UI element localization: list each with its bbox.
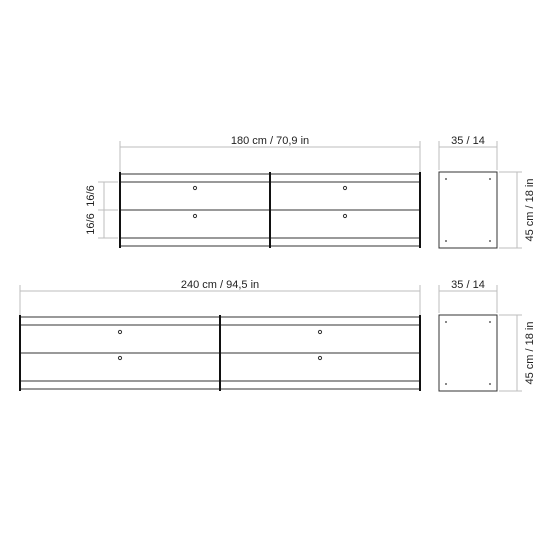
bottom-depth-label: 35 / 14 <box>451 279 485 291</box>
side-panel-dot <box>445 178 447 180</box>
side-panel-dot <box>489 321 491 323</box>
drawer-knob <box>192 185 198 191</box>
side-panel-dot <box>489 383 491 385</box>
drawer-knob <box>342 185 348 191</box>
drawer-height-label: 16/6 <box>85 185 97 206</box>
top-depth-label: 35 / 14 <box>451 135 485 147</box>
bottom-sideboard-side-view: 35 / 14 45 cm / 18 in <box>438 279 536 392</box>
side-panel-dot <box>445 240 447 242</box>
bottom-height-dimension: 45 cm / 18 in <box>499 314 536 392</box>
top-drawer-height-dimensions: 16/6 16/6 <box>85 181 118 239</box>
top-height-dimension: 45 cm / 18 in <box>499 171 536 249</box>
bottom-height-label: 45 cm / 18 in <box>524 322 536 385</box>
drawer-knob <box>342 213 348 219</box>
top-width-label: 180 cm / 70,9 in <box>231 135 309 147</box>
bottom-sideboard-front-view: 240 cm / 94,5 in <box>19 279 421 391</box>
top-width-dimension: 180 cm / 70,9 in <box>119 135 421 172</box>
top-height-label: 45 cm / 18 in <box>524 179 536 242</box>
drawer-knob <box>317 355 323 361</box>
top-depth-dimension: 35 / 14 <box>438 135 498 170</box>
drawer-height-label: 16/6 <box>85 213 97 234</box>
bottom-width-dimension: 240 cm / 94,5 in <box>19 279 421 315</box>
top-sideboard-front-view: 180 cm / 70,9 in 16/6 16/6 <box>85 135 421 248</box>
drawer-knob <box>192 213 198 219</box>
side-panel <box>438 171 498 249</box>
side-panel-dot <box>489 240 491 242</box>
drawer-knob <box>317 329 323 335</box>
side-panel-dot <box>445 321 447 323</box>
top-sideboard-side-view: 35 / 14 45 cm / 18 in <box>438 135 536 249</box>
bottom-sideboard-body <box>19 315 421 391</box>
side-panel-dot <box>489 178 491 180</box>
drawer-knob <box>117 355 123 361</box>
side-panel-dot <box>445 383 447 385</box>
drawer-knob <box>117 329 123 335</box>
top-sideboard-body <box>119 172 421 248</box>
side-panel <box>438 314 498 392</box>
bottom-depth-dimension: 35 / 14 <box>438 279 498 313</box>
bottom-width-label: 240 cm / 94,5 in <box>181 279 259 291</box>
